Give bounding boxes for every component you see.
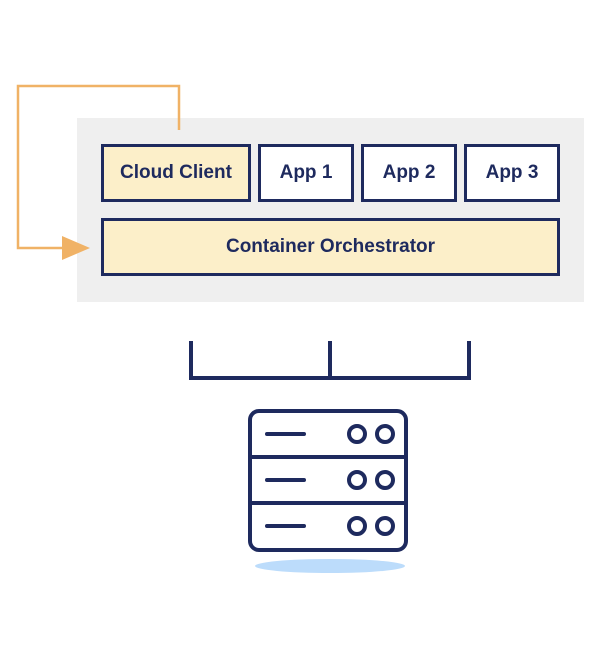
app-2-label: App 2 xyxy=(382,162,436,183)
container-orchestrator-label: Container Orchestrator xyxy=(225,236,436,257)
app-3-box: App 3 xyxy=(464,144,560,202)
app-1-label: App 1 xyxy=(279,162,333,183)
cloud-client-box: Cloud Client xyxy=(101,144,251,202)
bracket-connector xyxy=(189,341,471,380)
container-orchestrator-box: Container Orchestrator xyxy=(101,218,560,276)
app-1-box: App 1 xyxy=(258,144,354,202)
server-shadow xyxy=(255,559,405,573)
server-rack-icon xyxy=(248,409,408,552)
feedback-arrow-line xyxy=(16,84,181,250)
app-3-label: App 3 xyxy=(485,162,539,183)
app-2-box: App 2 xyxy=(361,144,457,202)
cloud-client-label: Cloud Client xyxy=(120,162,232,183)
feedback-arrowhead xyxy=(62,236,90,260)
